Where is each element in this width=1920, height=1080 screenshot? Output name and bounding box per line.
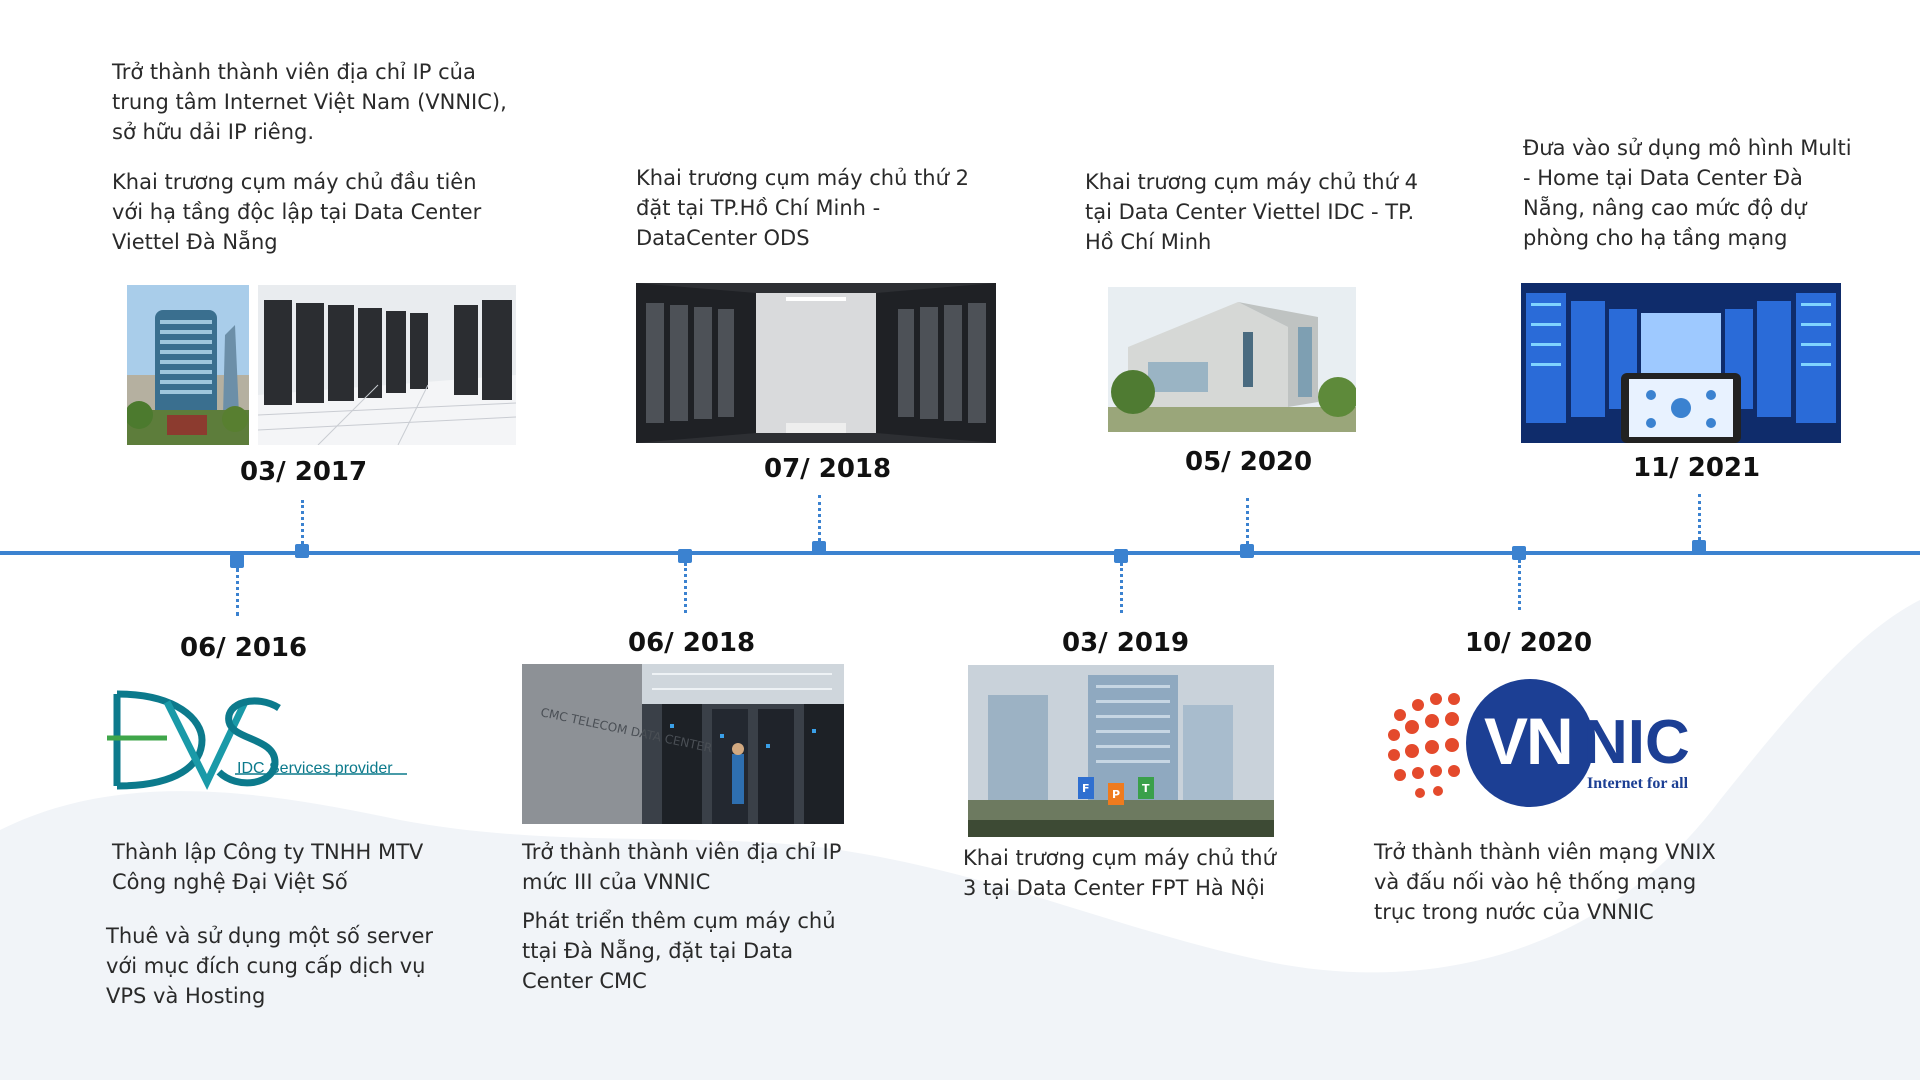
dvs-logo-mark	[107, 690, 407, 790]
timeline-axis	[0, 551, 1920, 555]
timeline-connector-2020-05	[1246, 498, 1249, 544]
fpt-sign-letter-f: F	[1082, 782, 1090, 795]
timeline-connector-2018-07	[818, 495, 821, 541]
milestone-2018-07-text: Khai trương cụm máy chủ thứ 2 đặt tại TP…	[636, 166, 969, 250]
vnnic-logo: VN NIC Internet for all	[1380, 675, 1710, 815]
milestone-2016-06-date: 06/ 2016	[180, 633, 308, 663]
milestone-2017-03-date: 03/ 2017	[240, 457, 368, 487]
milestone-2021-11-date: 11/ 2021	[1633, 453, 1761, 483]
timeline-marker-2016-06	[230, 554, 244, 568]
milestone-2018-06-text-2: Phát triển thêm cụm máy chủ ttại Đà Nẵng…	[522, 909, 836, 993]
vnnic-logo-nic: NIC	[1583, 708, 1690, 777]
vnnic-logo-mark	[1388, 679, 1594, 807]
milestone-2016-06-text-1: Thành lập Công ty TNHH MTV Công nghệ Đại…	[112, 840, 424, 894]
milestone-2018-07-date: 07/ 2018	[764, 454, 892, 484]
fpt-sign-letter-p: P	[1112, 788, 1120, 801]
milestone-2018-07-photo-server-hall	[636, 283, 996, 443]
milestone-2020-05-text: Khai trương cụm máy chủ thứ 4 tại Data C…	[1085, 170, 1418, 254]
milestone-2019-03-photo-fpt-building: F P T	[968, 665, 1274, 837]
milestone-2020-05-date: 05/ 2020	[1185, 447, 1313, 477]
timeline-marker-2021-11	[1692, 540, 1706, 554]
milestone-2019-03-date: 03/ 2019	[1062, 628, 1190, 658]
timeline-marker-2017-03	[295, 544, 309, 558]
milestone-2021-11-photo-datacenter-tablet	[1521, 283, 1841, 443]
milestone-2017-03-photo-building	[127, 285, 249, 445]
timeline-connector-2017-03	[301, 500, 304, 544]
milestone-2017-03-text-2: Khai trương cụm máy chủ đầu tiên với hạ …	[112, 170, 482, 254]
timeline-connector-2019-03	[1120, 563, 1123, 613]
vnnic-logo-tagline: Internet for all	[1587, 775, 1689, 792]
milestone-2017-03-text-1: Trở thành thành viên địa chỉ IP của trun…	[112, 60, 507, 144]
fpt-sign-letter-t: T	[1142, 782, 1150, 795]
timeline-connector-2020-10	[1518, 560, 1521, 610]
milestone-2018-06-photo-cmc-datacenter: CMC TELECOM DATA CENTER	[522, 664, 844, 824]
milestone-2020-10-date: 10/ 2020	[1465, 628, 1593, 658]
milestone-2021-11-text: Đưa vào sử dụng mô hình Multi - Home tại…	[1523, 136, 1852, 250]
milestone-2020-10-text: Trở thành thành viên mạng VNIX và đấu nố…	[1374, 840, 1716, 924]
vnnic-logo-vn: VN	[1484, 704, 1574, 778]
milestone-2016-06-text-2: Thuê và sử dụng một số server với mục đí…	[106, 924, 434, 1008]
milestone-2019-03-text: Khai trương cụm máy chủ thứ 3 tại Data C…	[963, 846, 1276, 900]
milestone-2018-06-date: 06/ 2018	[628, 628, 756, 658]
timeline-marker-2020-10	[1512, 546, 1526, 560]
timeline-connector-2021-11	[1698, 494, 1701, 540]
timeline-connector-2018-06	[684, 563, 687, 613]
timeline-marker-2020-05	[1240, 544, 1254, 558]
milestone-2018-06-text-1: Trở thành thành viên địa chỉ IP mức III …	[522, 840, 842, 894]
milestone-2020-05-photo-building	[1108, 287, 1356, 432]
timeline-marker-2018-07	[812, 541, 826, 555]
dvs-logo: IDC Services provider	[107, 690, 427, 795]
dvs-logo-tagline: IDC Services provider	[237, 760, 393, 777]
timeline-marker-2018-06	[678, 549, 692, 563]
timeline-marker-2019-03	[1114, 549, 1128, 563]
timeline-connector-2016-06	[236, 568, 239, 616]
milestone-2017-03-photo-server-room	[258, 285, 516, 445]
